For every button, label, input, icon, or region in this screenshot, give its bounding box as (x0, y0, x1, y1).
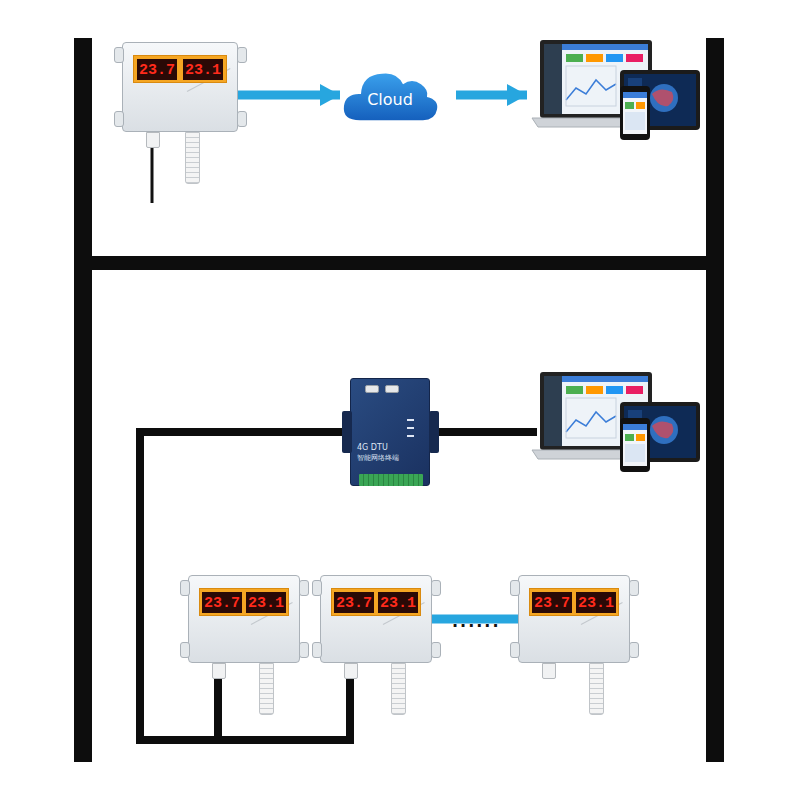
display-window: 23.1 (246, 592, 286, 613)
mounting-ear (431, 642, 441, 658)
ellipsis-label: ...... (452, 612, 500, 631)
mounting-ear (629, 642, 639, 658)
sensor-node: 23.7 23.1 (518, 575, 630, 663)
mounting-ear (342, 411, 352, 453)
sensor-node: 23.7 23.1 (122, 42, 238, 132)
display-digits: 23.1 (380, 595, 416, 612)
display-digits: 23.1 (185, 62, 221, 79)
frame-bar (706, 38, 724, 762)
cloud-outline (344, 73, 437, 120)
mounting-ear (429, 411, 439, 453)
sensor-display: 23.7 23.1 (133, 55, 227, 83)
bus-wire (140, 432, 350, 740)
status-led (407, 427, 414, 429)
sensor-probe (185, 132, 200, 184)
flow-arrow (456, 91, 527, 100)
display-digits: 23.1 (578, 595, 614, 612)
device-illustration (532, 40, 700, 140)
device-label: 4G DTU (357, 443, 399, 453)
mounting-ear (629, 580, 639, 596)
cable-gland (212, 663, 226, 679)
sensor-cable (151, 140, 154, 203)
mounting-ear (180, 580, 190, 596)
sensor-display: 23.7 23.1 (331, 588, 421, 616)
status-led (407, 419, 414, 421)
display-window: 23.7 (137, 59, 177, 80)
display-digits: 23.7 (139, 62, 175, 79)
display-window: 23.7 (532, 592, 572, 613)
sensor-display: 23.7 23.1 (529, 588, 619, 616)
cable-gland (344, 663, 358, 679)
mounting-ear (114, 111, 124, 127)
sensor-node: 23.7 23.1 (188, 575, 300, 663)
sensor-probe (589, 663, 604, 715)
network-wire (425, 428, 537, 436)
display-window: 23.7 (334, 592, 374, 613)
cloud-label: Cloud (367, 90, 413, 109)
cable-gland (146, 132, 160, 148)
sensor-node: 23.7 23.1 (320, 575, 432, 663)
flow-arrow (430, 615, 518, 624)
display-window: 23.1 (576, 592, 616, 613)
mounting-ear (237, 47, 247, 63)
display-window: 23.1 (378, 592, 418, 613)
terminal-block (359, 474, 423, 486)
display-digits: 23.7 (336, 595, 372, 612)
mounting-ear (431, 580, 441, 596)
frame-divider (74, 256, 724, 270)
device-label: 智能网络终端 (357, 453, 399, 463)
mounting-ear (299, 642, 309, 658)
mounting-ear (312, 642, 322, 658)
status-led (407, 435, 414, 437)
sensor-probe (259, 663, 274, 715)
mounting-ear (237, 111, 247, 127)
bus-wire (140, 432, 350, 740)
device-illustration (532, 372, 700, 472)
display-window: 23.7 (202, 592, 242, 613)
mounting-ear (312, 580, 322, 596)
display-window: 23.1 (183, 59, 223, 80)
mounting-ear (299, 580, 309, 596)
cloud-node: Cloud (340, 66, 440, 124)
display-digits: 23.7 (534, 595, 570, 612)
mounting-ear (510, 642, 520, 658)
mounting-ear (180, 642, 190, 658)
display-digits: 23.1 (248, 595, 284, 612)
antenna-port (365, 385, 379, 393)
display-digits: 23.7 (204, 595, 240, 612)
cloud-text-box: Cloud (340, 74, 440, 124)
frame-bar (74, 38, 92, 762)
sensor-display: 23.7 23.1 (199, 588, 289, 616)
sensor-probe (391, 663, 406, 715)
cable-gland (542, 663, 556, 679)
mounting-ear (114, 47, 124, 63)
dtu-node: 4G DTU智能网络终端 (350, 378, 430, 486)
mounting-ear (510, 580, 520, 596)
text-block: 4G DTU智能网络终端 (357, 443, 399, 463)
flow-arrow (238, 91, 340, 100)
antenna-port (385, 385, 399, 393)
